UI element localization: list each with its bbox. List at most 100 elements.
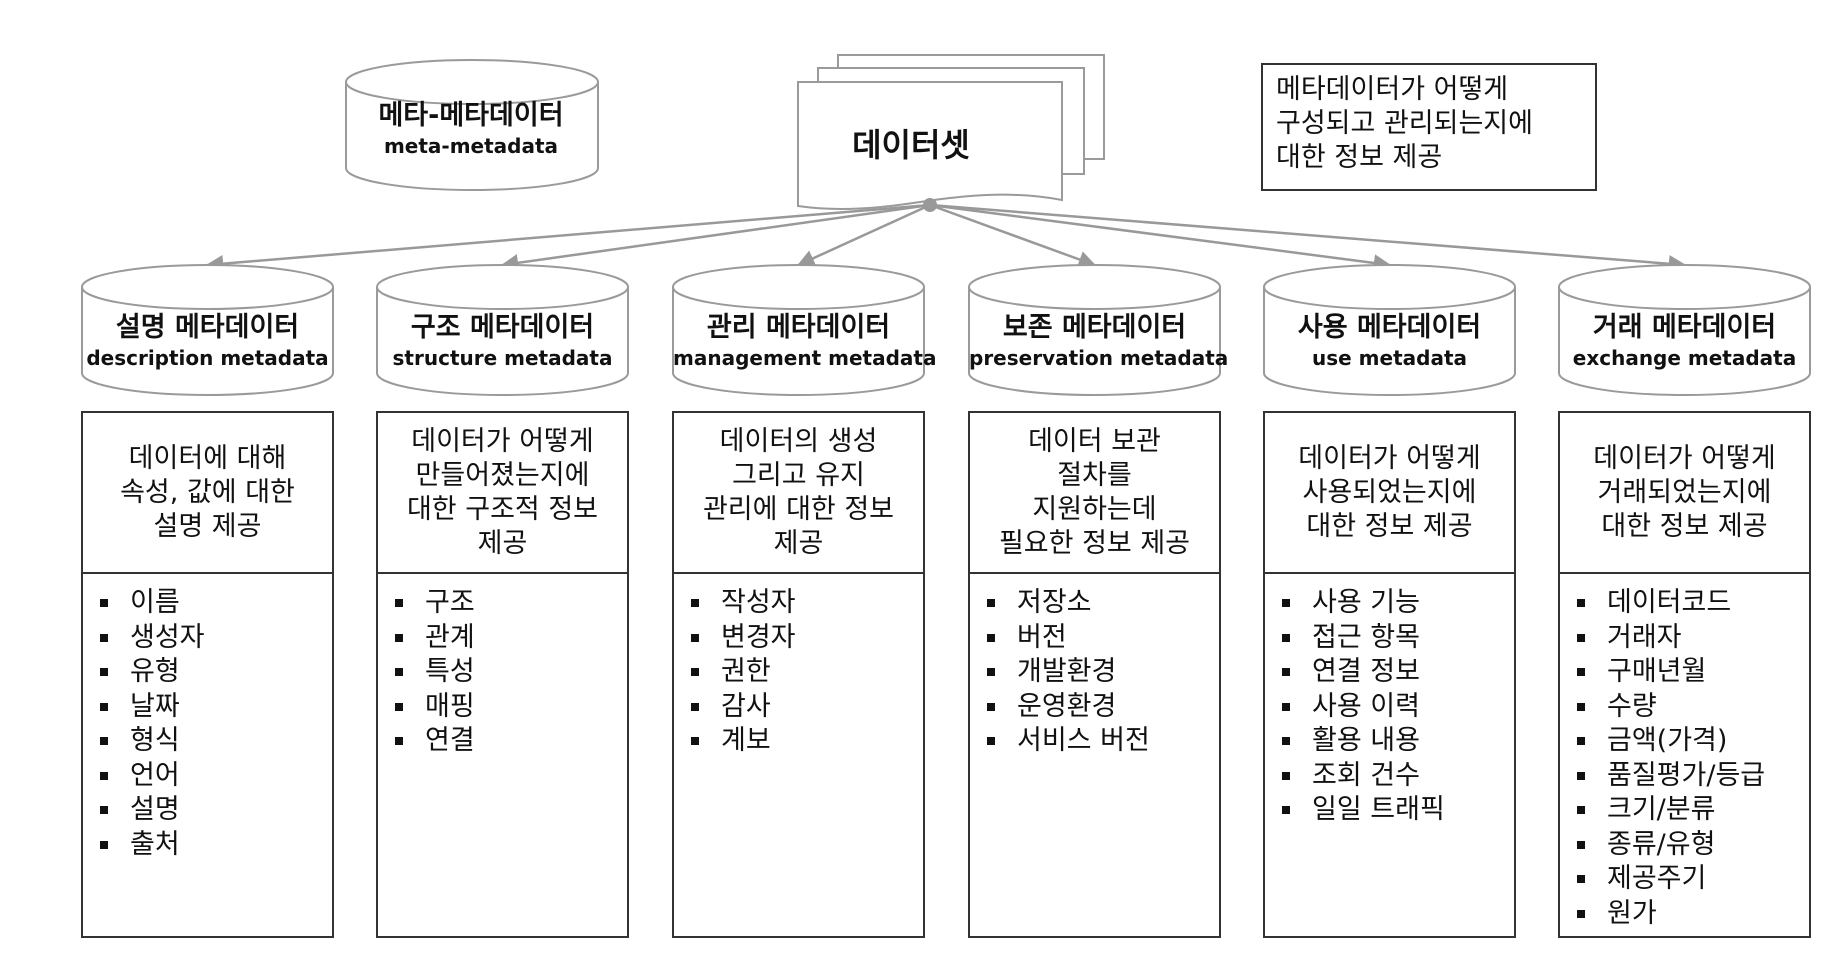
category-cylinder-3 (968, 264, 1221, 396)
category-subtitle: preservation metadata (969, 346, 1229, 371)
category-cylinder-2 (672, 264, 925, 396)
list-item: 사용 기능 (1278, 586, 1511, 621)
meta-metadata-title: 메타-메타데이터 (378, 100, 564, 131)
category-subtitle: description metadata (86, 346, 329, 371)
category-cylinder-4-top (1263, 264, 1516, 310)
category-description-3: 데이터 보관 절차를 지원하는데 필요한 정보 제공 (998, 425, 1191, 559)
items-box-3 (968, 572, 1221, 938)
list-item: 버전 (983, 621, 1216, 656)
list-item: 연결 정보 (1278, 655, 1511, 690)
list-item: 구매년월 (1573, 655, 1806, 690)
category-subtitle: use metadata (1312, 346, 1467, 371)
category-description-4: 데이터가 어떻게 사용되었는지에 대한 정보 제공 (1298, 442, 1481, 542)
list-item: 출처 (96, 828, 329, 863)
category-label-3: 보존 메타데이터 preservation metadata (969, 312, 1229, 371)
dataset-document-stack (797, 54, 1105, 210)
category-title: 보존 메타데이터 (1002, 312, 1187, 343)
description-box-3 (968, 411, 1221, 574)
list-item: 작성자 (687, 586, 920, 621)
category-cylinder-5-body (1558, 287, 1811, 396)
dataset-page-front (797, 81, 1063, 210)
list-item: 이름 (96, 586, 329, 621)
list-item: 매핑 (391, 690, 624, 725)
connector-arrow-2 (796, 203, 931, 267)
category-cylinder-1-top (376, 264, 629, 310)
category-subtitle: exchange metadata (1572, 346, 1797, 371)
category-description-1: 데이터가 어떻게 만들어졌는지에 대한 구조적 정보 제공 (406, 425, 599, 559)
items-box-1 (376, 572, 629, 938)
connector-arrow-1 (500, 203, 931, 272)
note-box (1261, 63, 1597, 191)
list-item: 관계 (391, 621, 624, 656)
connector-arrow-3 (929, 203, 1097, 268)
description-box-1 (376, 411, 629, 574)
list-item: 구조 (391, 586, 624, 621)
list-item: 날짜 (96, 690, 329, 725)
category-cylinder-3-top (968, 264, 1221, 310)
meta-metadata-cylinder-shape (345, 59, 599, 191)
list-item: 원가 (1573, 897, 1806, 932)
list-item: 종류/유형 (1573, 828, 1806, 863)
note-text: 메타데이터가 어떻게 구성되고 관리되는지에 대한 정보 제공 (1276, 74, 1533, 173)
list-item: 활용 내용 (1278, 724, 1511, 759)
category-cylinder-1-body (376, 287, 629, 396)
list-item: 언어 (96, 759, 329, 794)
list-item: 감사 (687, 690, 920, 725)
category-cylinder-0-top (81, 264, 334, 310)
list-item: 데이터코드 (1573, 586, 1806, 621)
category-subtitle: management metadata (673, 346, 937, 371)
category-title: 구조 메타데이터 (410, 312, 595, 343)
list-item: 운영환경 (983, 690, 1216, 725)
category-description-5: 데이터가 어떻게 거래되었는지에 대한 정보 제공 (1593, 442, 1776, 542)
category-label-1: 구조 메타데이터 structure metadata (377, 312, 628, 370)
list-item: 특성 (391, 655, 624, 690)
list-item: 품질평가/등급 (1573, 759, 1806, 794)
items-box-4 (1263, 572, 1516, 938)
list-item: 수량 (1573, 690, 1806, 725)
list-item: 금액(가격) (1573, 724, 1806, 759)
items-box-2 (672, 572, 925, 938)
list-item: 저장소 (983, 586, 1216, 621)
category-description-0: 데이터에 대해 속성, 값에 대한 설명 제공 (120, 442, 295, 542)
description-box-5 (1558, 411, 1811, 574)
meta-metadata-cylinder: 메타-메타데이터 meta-metadata (345, 100, 597, 158)
connector-arrow-4 (929, 203, 1392, 272)
category-label-0: 설명 메타데이터 description metadata (82, 312, 333, 370)
list-item: 접근 항목 (1278, 621, 1511, 656)
category-description-2: 데이터의 생성 그리고 유지 관리에 대한 정보 제공 (702, 425, 895, 559)
items-box-0 (81, 572, 334, 938)
list-item: 계보 (687, 724, 920, 759)
items-box-5 (1558, 572, 1811, 938)
meta-metadata-cylinder-shape-body (345, 82, 599, 191)
category-title: 거래 메타데이터 (1592, 312, 1777, 343)
list-item: 개발환경 (983, 655, 1216, 690)
description-box-4 (1263, 411, 1516, 574)
list-item: 형식 (96, 724, 329, 759)
category-cylinder-5-top (1558, 264, 1811, 310)
category-title: 설명 메타데이터 (115, 312, 300, 343)
list-item: 일일 트래픽 (1278, 793, 1511, 828)
list-item: 조회 건수 (1278, 759, 1511, 794)
category-cylinder-1 (376, 264, 629, 396)
list-item: 유형 (96, 655, 329, 690)
category-cylinder-2-top (672, 264, 925, 310)
dataset-label: 데이터셋 (852, 126, 970, 164)
category-cylinder-4-body (1263, 287, 1516, 396)
list-item: 서비스 버전 (983, 724, 1216, 759)
meta-metadata-subtitle: meta-metadata (383, 134, 559, 159)
category-cylinder-5 (1558, 264, 1811, 396)
connector-arrow-0 (205, 203, 931, 273)
list-item: 설명 (96, 793, 329, 828)
list-item: 크기/분류 (1573, 793, 1806, 828)
meta-metadata-cylinder-shape-top (345, 59, 599, 105)
category-subtitle: structure metadata (392, 346, 613, 371)
